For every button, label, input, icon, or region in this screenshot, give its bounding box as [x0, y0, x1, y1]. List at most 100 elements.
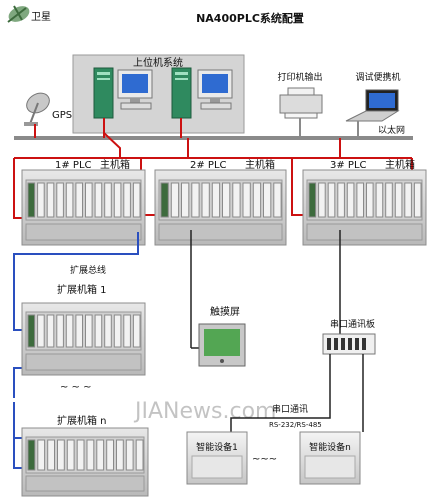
rack-module [132, 314, 141, 348]
monitor-icon [197, 69, 233, 110]
logo-text: 卫星 [31, 11, 51, 23]
device-box-icon [186, 431, 248, 485]
rack-module [96, 439, 105, 471]
rack-module [308, 182, 317, 218]
device-box-icon [299, 431, 361, 485]
rack-module [57, 439, 65, 471]
ext-rack-n [21, 427, 149, 497]
rack-module [327, 182, 336, 218]
rack-module [375, 182, 384, 218]
rack-module [46, 182, 55, 218]
rack-module [37, 314, 45, 348]
serial-comm-line1: 串口通讯 [272, 404, 308, 415]
rack-module [366, 182, 374, 218]
rack-module [413, 182, 422, 218]
rack-module [37, 182, 45, 218]
satellite-logo-icon [7, 5, 30, 23]
watermark: JIANews.com [133, 399, 276, 424]
plc-1-label: 1# PLC [55, 160, 92, 171]
rack-module [27, 314, 36, 348]
rack-module [113, 314, 122, 348]
ext-chassis-1-label: 扩展机箱 1 [57, 283, 107, 296]
printer-label: 打印机输出 [277, 71, 322, 83]
rack-module [123, 314, 131, 348]
rack-module [113, 182, 122, 218]
monitor-icon [117, 69, 153, 110]
rack-module [46, 314, 55, 348]
rack-module [104, 314, 112, 348]
device-1-label: 智能设备1 [196, 441, 238, 453]
rack-module [385, 182, 393, 218]
serial-board-icon [322, 333, 376, 355]
rack-module [76, 439, 85, 471]
rack-module [222, 182, 231, 218]
rack-module [85, 182, 93, 218]
rack-module [104, 182, 112, 218]
server-tower-icon [93, 67, 114, 119]
page-title: NA400PLC系统配置 [196, 11, 304, 25]
rack-module [170, 182, 180, 218]
rack-module [181, 182, 190, 218]
rack-module [135, 439, 144, 471]
rack-module [273, 182, 282, 218]
rack-module [346, 182, 355, 218]
rack-module [201, 182, 210, 218]
rack-module [263, 182, 272, 218]
rack-module [394, 182, 403, 218]
rack-module [27, 439, 36, 471]
rack-module [318, 182, 326, 218]
rack-module [404, 182, 412, 218]
rack-module [116, 439, 124, 471]
rack-module [125, 439, 134, 471]
plc-1-chassis: 主机箱 [100, 158, 130, 171]
ethernet-taps [299, 118, 359, 138]
plc-2-label: 2# PLC [190, 160, 227, 171]
plc-2-chassis: 主机箱 [245, 158, 275, 171]
rack-module [132, 182, 141, 218]
rack-module [232, 182, 241, 218]
rack-module [123, 182, 131, 218]
rack-module [211, 182, 221, 218]
rack-module [94, 314, 103, 348]
serial-lines [230, 354, 364, 432]
device-n-label: 智能设备n [309, 441, 351, 453]
dish-antenna-icon [24, 92, 50, 126]
rack-module [66, 439, 75, 471]
laptop-icon [345, 89, 400, 122]
rack-module [65, 182, 74, 218]
rack-module [356, 182, 364, 218]
rack-module [65, 314, 74, 348]
rack-module [160, 182, 169, 218]
rack-module [56, 182, 64, 218]
serial-comm-line2: RS-232/RS-485 [269, 421, 322, 429]
upper-system-box: 上位机系统 [72, 54, 245, 134]
rack-module [37, 439, 46, 471]
ellipsis-glyph: ~ ~ ~ [60, 382, 92, 393]
ethernet-label: 以太网 [378, 124, 405, 136]
rack-module [242, 182, 251, 218]
touch-panel-icon [198, 323, 246, 367]
rack-module [337, 182, 345, 218]
rack-module [56, 314, 64, 348]
printer-icon [279, 87, 323, 119]
upper-system-label: 上位机系统 [133, 56, 183, 69]
rack-module [94, 182, 103, 218]
rack-module [47, 439, 56, 471]
server-tower-icon [171, 67, 192, 119]
ext-chassis-n-label: 扩展机箱 n [57, 414, 107, 427]
rack-module [86, 439, 95, 471]
blue-links [13, 232, 139, 469]
rack-module [191, 182, 200, 218]
touchscreen-label: 触摸屏 [210, 305, 240, 318]
plc-3-chassis: 主机箱 [385, 158, 415, 171]
bus-label: 扩展总线 [70, 264, 106, 276]
rack-module [27, 182, 36, 218]
gps-label: GPS [52, 110, 72, 121]
device-gap-glyph: ~~~ [252, 454, 277, 465]
rack-module [85, 314, 93, 348]
laptop-label: 调试便携机 [355, 71, 400, 83]
plc-3-label: 3# PLC [330, 160, 367, 171]
rack-module [106, 439, 114, 471]
